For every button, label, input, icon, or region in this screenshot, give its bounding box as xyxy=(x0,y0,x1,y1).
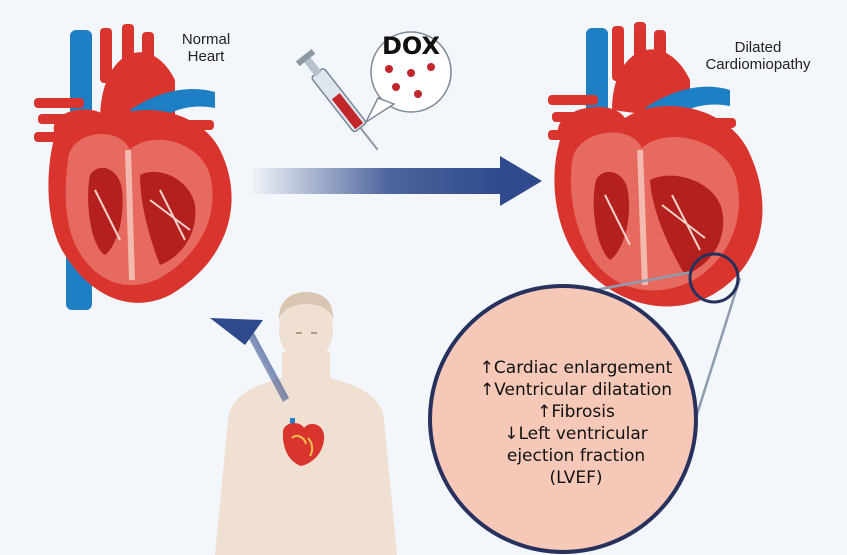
zoom-line xyxy=(691,277,742,428)
effect-item: (LVEF) xyxy=(549,468,603,488)
mini-heart-detail xyxy=(291,435,314,457)
dox-particle xyxy=(427,63,435,71)
left-ventricle-wall xyxy=(140,171,196,265)
dox-bubble xyxy=(364,31,452,125)
right-ventricle-wall xyxy=(593,171,630,260)
syringe-liquid xyxy=(331,93,364,130)
mini-heart-body xyxy=(282,423,325,466)
dox-particle xyxy=(385,65,393,73)
artery-branch xyxy=(142,32,154,82)
syringe-plunger xyxy=(304,57,322,77)
effect-item: ejection fraction xyxy=(506,446,646,466)
artery-branch xyxy=(634,22,646,77)
chordae xyxy=(604,194,706,251)
origin-arrow-shaft xyxy=(247,331,289,402)
artery-branch xyxy=(100,28,112,83)
normal-heart-label-line2: Heart xyxy=(187,48,225,65)
human-figure xyxy=(215,292,397,555)
normal-heart xyxy=(34,24,232,310)
dilated-label-line2: Cardiomiopathy xyxy=(705,56,811,73)
septum xyxy=(125,149,135,281)
chordae xyxy=(94,189,191,241)
pulmonary-vein xyxy=(548,95,598,105)
artery-branch xyxy=(612,26,624,81)
hair xyxy=(278,292,334,320)
chest-heart-icon xyxy=(282,418,325,466)
effect-item: ↓Left ventricular xyxy=(504,424,648,444)
artery-branch xyxy=(654,30,666,80)
effect-item: ↑Ventricular dilatation xyxy=(479,380,673,400)
effect-item: ↑Fibrosis xyxy=(537,402,615,422)
dox-label: DOX xyxy=(382,32,440,60)
zoom-detail-circle xyxy=(428,284,698,554)
head xyxy=(279,297,333,363)
dilated-cardiomyopathy-label: Dilated Cardiomiopathy xyxy=(688,39,828,73)
arrow-shaft xyxy=(250,168,505,194)
artery-branch xyxy=(122,24,134,79)
septum xyxy=(637,149,648,286)
pulmonary-vein xyxy=(34,98,84,108)
progression-arrow xyxy=(250,156,542,206)
origin-arrow xyxy=(210,318,289,402)
effect-item: ↑Cardiac enlargement xyxy=(479,358,673,378)
dilated-heart xyxy=(548,22,763,307)
bubble-tail xyxy=(364,97,396,125)
arrow-head xyxy=(500,156,542,206)
zoom-callout xyxy=(428,252,742,554)
dilated-label-line1: Dilated xyxy=(734,39,782,56)
dox-particle xyxy=(407,69,415,77)
syringe xyxy=(295,49,379,151)
normal-heart-label: Normal Heart xyxy=(166,31,246,65)
dox-particle xyxy=(414,90,422,98)
normal-heart-label-line1: Normal xyxy=(181,31,231,48)
syringe-needle xyxy=(359,127,379,151)
origin-arrow-head xyxy=(210,318,263,345)
dox-particle xyxy=(392,83,400,91)
effects-list: ↑Cardiac enlargement ↑Ventricular dilata… xyxy=(441,357,711,489)
zoom-source-circle xyxy=(688,252,740,304)
syringe-thumb-rest xyxy=(295,49,316,67)
